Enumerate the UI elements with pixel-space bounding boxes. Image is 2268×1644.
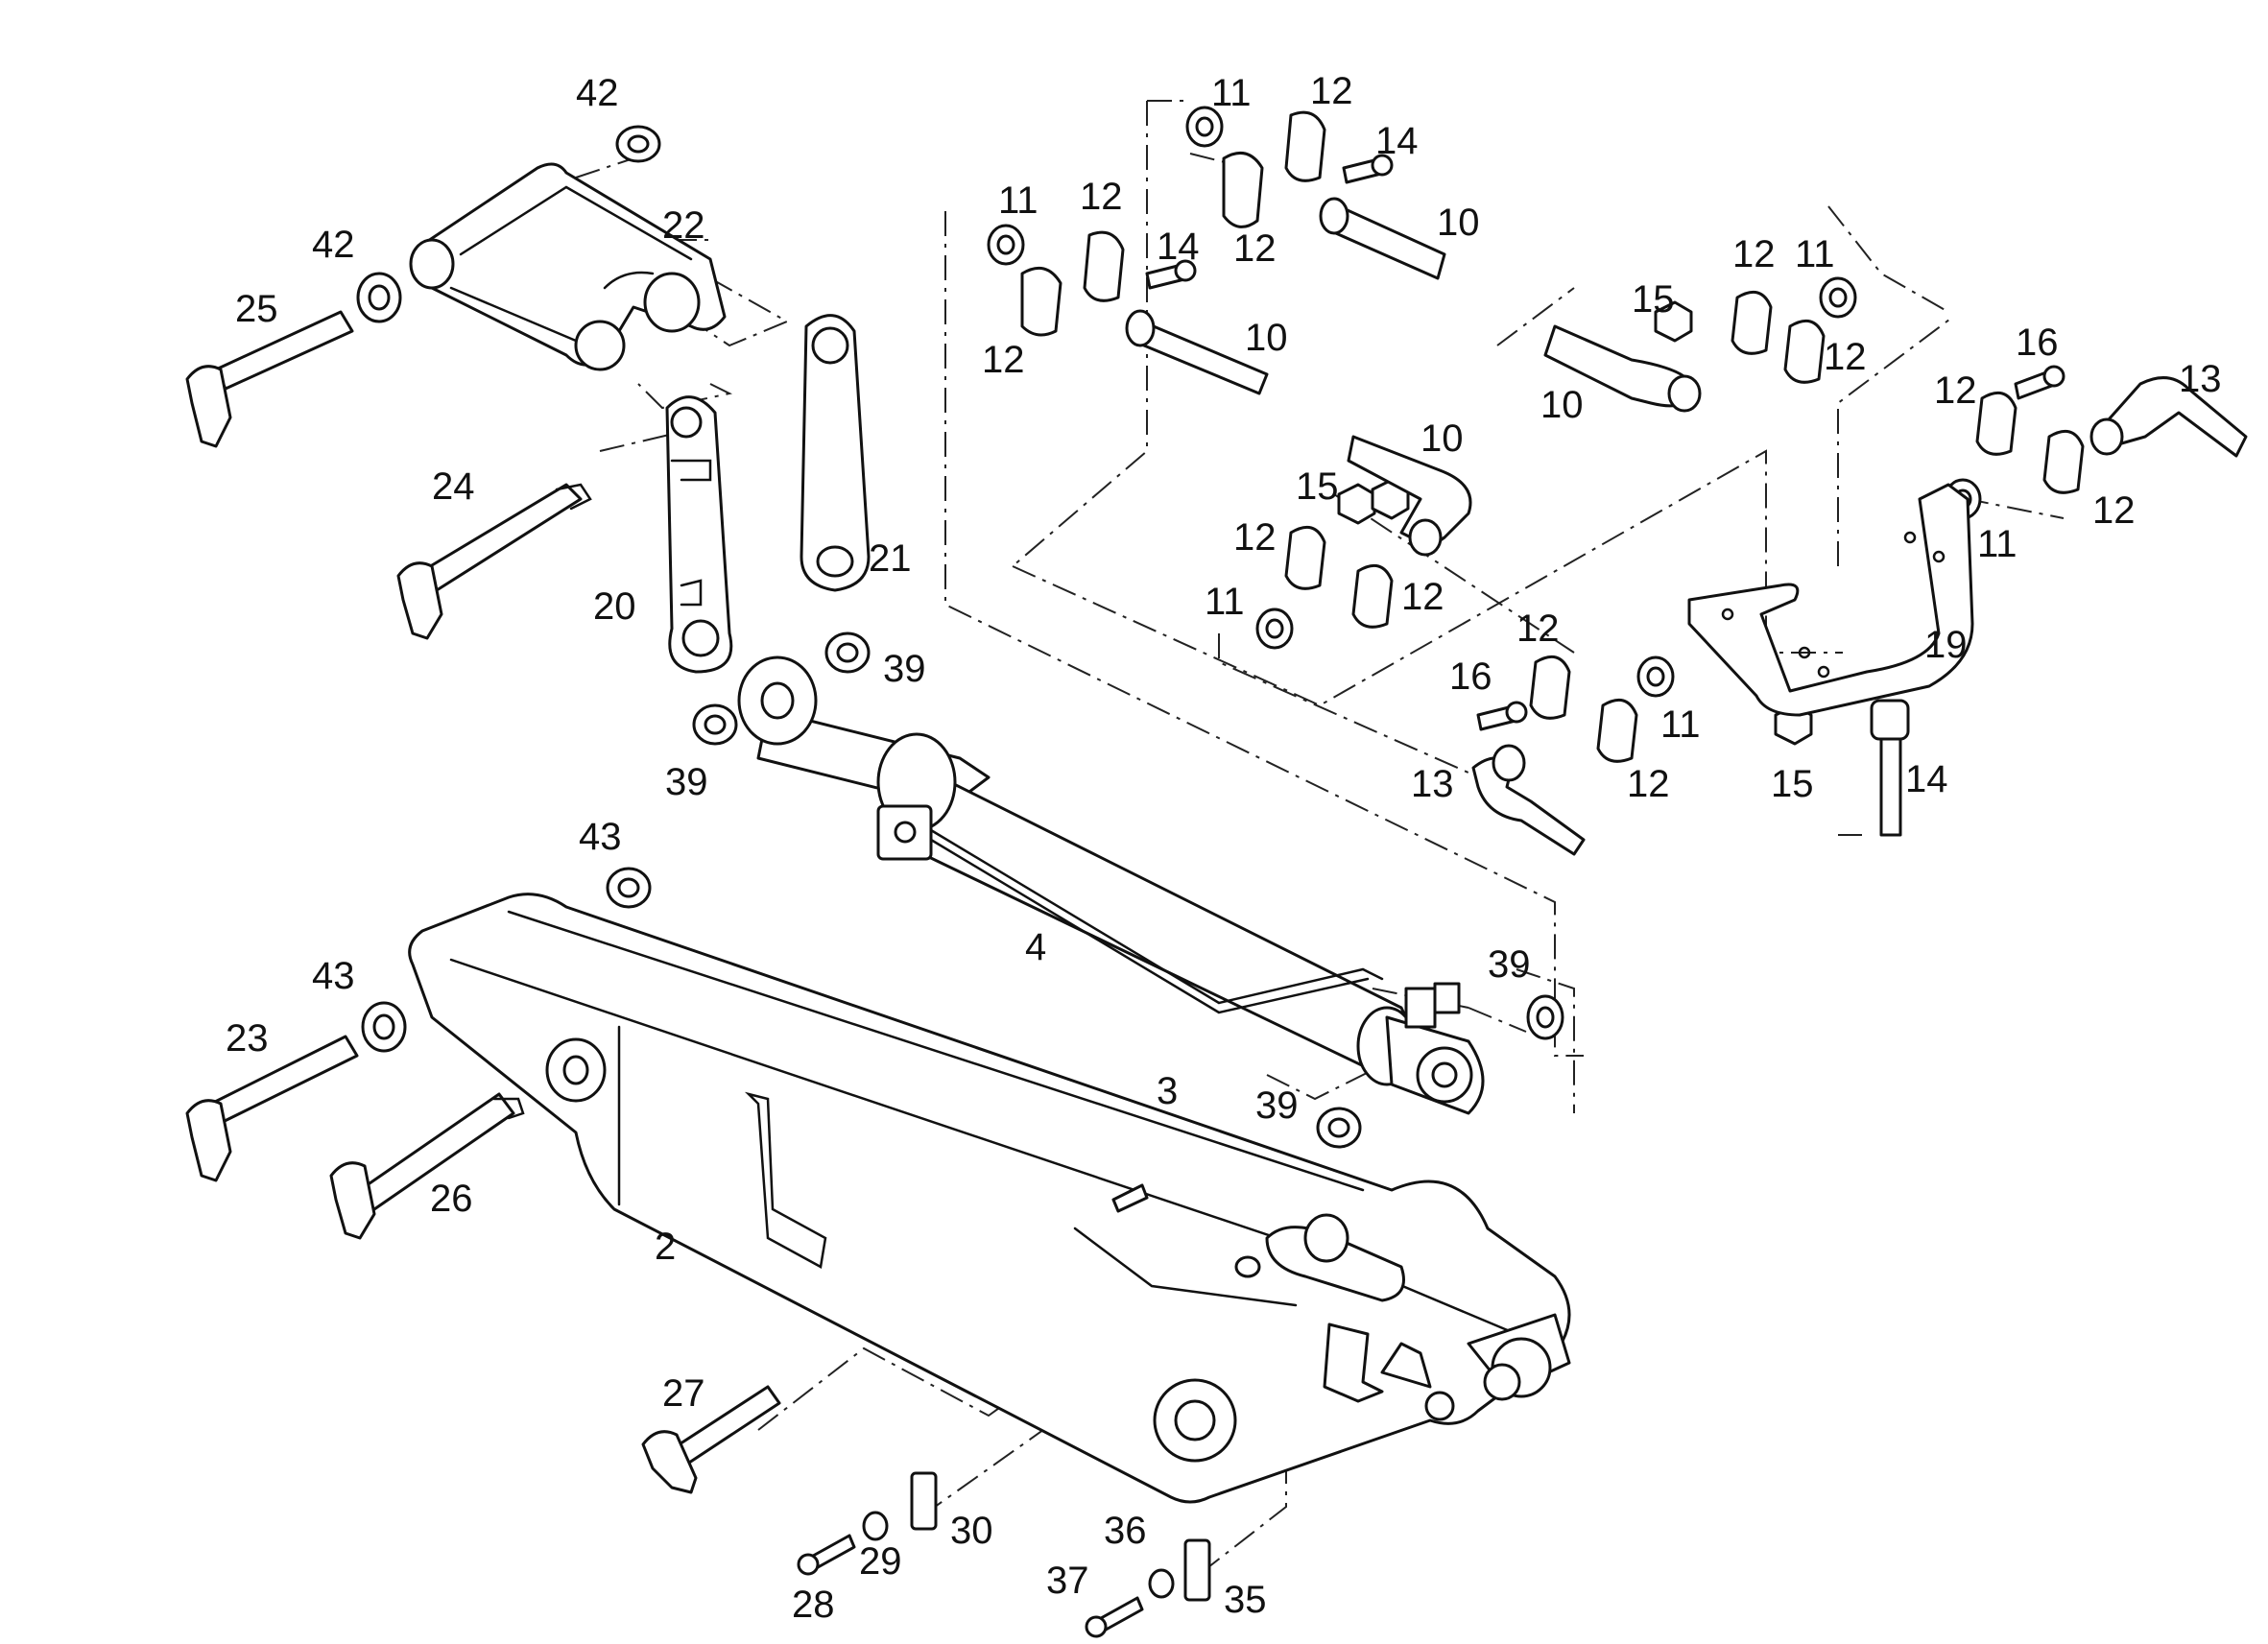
callout-11: 11	[1205, 581, 1245, 623]
callout-12: 12	[2092, 489, 2136, 532]
hydraulic-cylinder	[737, 655, 1485, 1115]
callout-11: 11	[998, 179, 1039, 222]
link-20	[665, 395, 733, 674]
small-hardware	[797, 1183, 1211, 1638]
callout-11: 11	[1660, 703, 1701, 746]
callout-43: 43	[579, 816, 622, 858]
callout-10: 10	[1245, 317, 1288, 359]
callout-14: 14	[1157, 226, 1200, 268]
callout-12: 12	[1732, 233, 1776, 275]
callout-14: 14	[1905, 758, 1948, 800]
callout-12: 12	[982, 339, 1025, 381]
callout-43: 43	[312, 955, 355, 997]
link-21	[800, 314, 871, 592]
callout-12: 12	[1401, 576, 1444, 618]
pin-26	[329, 1092, 525, 1240]
callout-26: 26	[430, 1178, 473, 1220]
pin-25	[185, 310, 354, 448]
callout-14: 14	[1375, 120, 1419, 162]
callout-12: 12	[1080, 176, 1123, 218]
callout-2: 2	[655, 1226, 676, 1268]
callout-3: 3	[1157, 1070, 1178, 1112]
callout-10: 10	[1540, 384, 1584, 426]
callout-42: 42	[576, 72, 619, 114]
callout-25: 25	[235, 288, 278, 330]
callout-12: 12	[1233, 516, 1277, 559]
callout-36: 36	[1104, 1510, 1147, 1552]
callout-39: 39	[883, 648, 926, 690]
callout-10: 10	[1420, 417, 1464, 460]
callout-12: 12	[1627, 763, 1670, 805]
callout-39: 39	[1488, 943, 1531, 986]
callout-12: 12	[1233, 227, 1277, 270]
callout-28: 28	[792, 1584, 835, 1626]
callout-27: 27	[662, 1372, 705, 1415]
callout-16: 16	[1449, 655, 1492, 698]
callout-15: 15	[1771, 763, 1814, 805]
assembly-lines	[575, 100, 2065, 1575]
hydraulic-fittings	[987, 106, 2248, 856]
callout-19: 19	[1924, 624, 1968, 666]
pin-24	[396, 483, 592, 640]
callout-12: 12	[1310, 70, 1353, 112]
callout-13: 13	[2179, 358, 2222, 400]
callout-22: 22	[662, 204, 705, 247]
callout-15: 15	[1296, 465, 1339, 508]
pin-23	[185, 1035, 359, 1182]
callout-23: 23	[226, 1017, 269, 1060]
callout-39: 39	[1255, 1084, 1299, 1127]
callout-35: 35	[1224, 1579, 1267, 1621]
callout-11: 11	[1211, 72, 1252, 114]
rocker-22	[409, 162, 727, 371]
callout-labels: 42 42 22 25 24 21 20 39 39 39 39 43 43 2…	[226, 70, 2222, 1626]
callout-11: 11	[1795, 233, 1835, 275]
callout-39: 39	[665, 761, 708, 803]
pin-27	[641, 1385, 781, 1494]
callout-30: 30	[950, 1510, 993, 1552]
callout-15: 15	[1632, 278, 1675, 321]
main-boom	[408, 893, 1571, 1504]
washers	[356, 125, 1564, 1149]
callout-42: 42	[312, 224, 355, 266]
callout-12: 12	[1934, 369, 1977, 412]
callout-11: 11	[1977, 523, 2017, 565]
callout-20: 20	[593, 585, 636, 628]
callout-21: 21	[869, 537, 912, 580]
callout-12: 12	[1516, 608, 1560, 650]
callout-4: 4	[1025, 926, 1046, 968]
callout-10: 10	[1437, 202, 1480, 244]
callout-29: 29	[859, 1540, 902, 1583]
callout-13: 13	[1411, 763, 1454, 805]
callout-12: 12	[1824, 336, 1867, 378]
callout-37: 37	[1046, 1560, 1089, 1602]
callout-24: 24	[432, 465, 475, 508]
callout-16: 16	[2016, 322, 2059, 364]
